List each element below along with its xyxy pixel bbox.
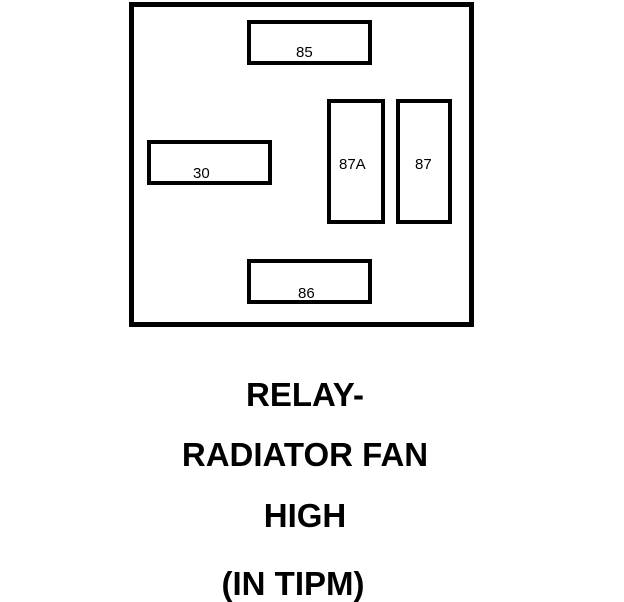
terminal-87: 87 [396, 99, 452, 224]
terminal-87a: 87A [327, 99, 385, 224]
caption-line-high: HIGH [263, 497, 347, 534]
terminal-85-label: 85 [296, 44, 313, 61]
terminal-87-label: 87 [415, 156, 432, 173]
caption-line-relay: RELAY- [246, 376, 364, 413]
terminal-85: 85 [247, 20, 372, 65]
terminal-86-label: 86 [298, 285, 315, 302]
caption-line-radiator-fan: RADIATOR FAN [181, 436, 429, 473]
terminal-30-label: 30 [193, 165, 210, 182]
terminal-86: 86 [247, 259, 372, 304]
terminal-30: 30 [147, 140, 272, 185]
caption-line-location: (IN TIPM) [221, 565, 365, 602]
terminal-87a-label: 87A [339, 156, 366, 173]
